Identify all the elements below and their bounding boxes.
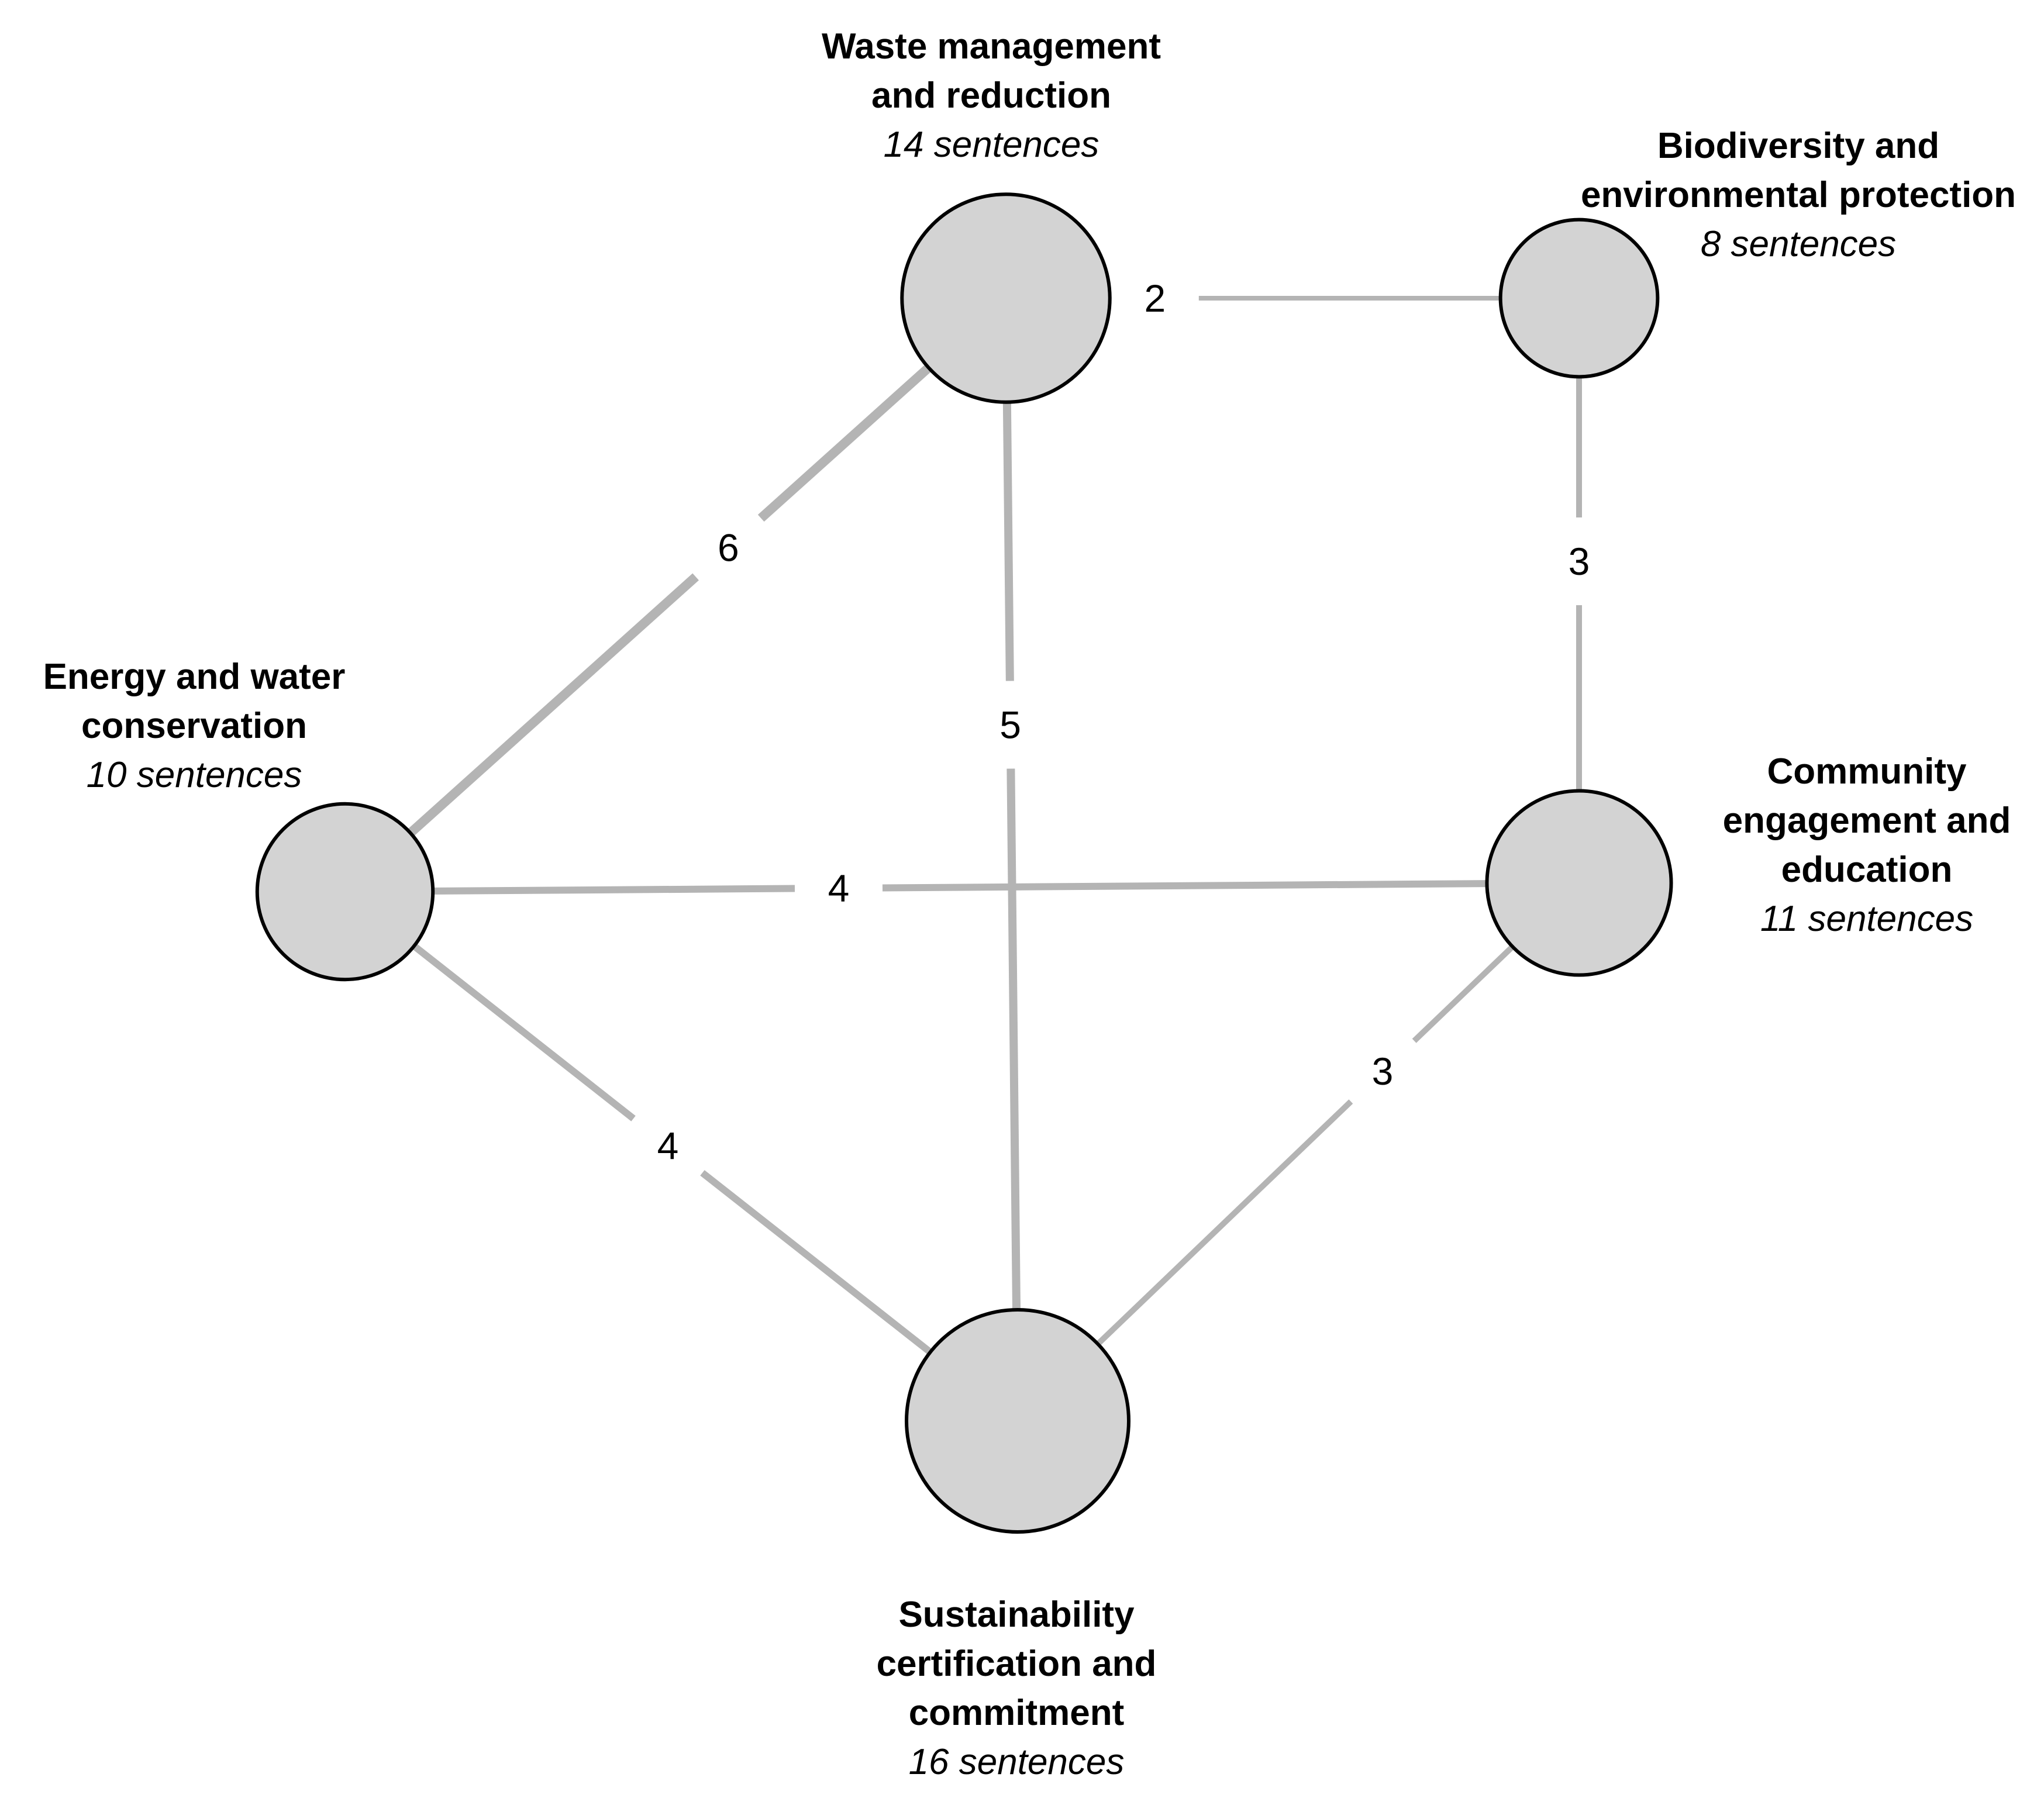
edge-weight-biodiversity-community: 3 xyxy=(1569,540,1590,583)
edge-weight-waste-energy: 6 xyxy=(718,526,739,569)
node-label-energy: Energy and water conservation 10 sentences xyxy=(43,657,346,795)
node-count-energy: 10 sentences xyxy=(87,755,302,795)
node-title-line-waste-1: Waste management xyxy=(822,26,1161,67)
node-label-biodiversity: Biodiversity and environmental protection… xyxy=(1581,126,2016,264)
node-label-waste: Waste management and reduction 14 sentence… xyxy=(822,26,1161,165)
node-count-waste: 14 sentences xyxy=(884,125,1099,165)
edge-weight-energy-community: 4 xyxy=(828,867,850,910)
node-title-line-biodiversity-1: Biodiversity and xyxy=(1657,126,1939,166)
nodes-layer xyxy=(255,192,1673,1534)
node-circle-waste xyxy=(900,192,1112,404)
node-title-line-energy-2: conservation xyxy=(81,706,307,746)
node-title-line-sustainability-2: certification and xyxy=(877,1644,1157,1684)
edge-labels-layer: 2 6 5 3 4 4 3 xyxy=(657,277,1590,1167)
node-count-biodiversity: 8 sentences xyxy=(1701,224,1896,264)
node-title-line-community-2: engagement and xyxy=(1723,800,2011,841)
edges-layer xyxy=(342,295,1582,1424)
edge-weight-waste-sustainability: 5 xyxy=(999,703,1021,747)
edge-weight-community-sustainability: 3 xyxy=(1372,1050,1394,1093)
node-title-line-waste-2: and reduction xyxy=(871,75,1111,116)
node-title-line-community-1: Community xyxy=(1767,751,1967,792)
node-title-line-sustainability-1: Sustainability xyxy=(898,1595,1135,1635)
node-labels-layer: Waste management and reduction 14 sentence… xyxy=(43,26,2016,1782)
node-circle-sustainability xyxy=(905,1308,1130,1534)
node-count-community: 11 sentences xyxy=(1760,899,1973,939)
node-circle-biodiversity xyxy=(1498,218,1660,379)
node-title-line-biodiversity-2: environmental protection xyxy=(1581,175,2016,215)
edge-weight-waste-biodiversity: 2 xyxy=(1144,277,1166,320)
node-label-sustainability: Sustainability certification and commitmen… xyxy=(877,1595,1157,1782)
node-circle-energy xyxy=(255,802,435,982)
node-label-community: Community engagement and education 11 sente… xyxy=(1723,751,2011,939)
node-title-line-community-3: education xyxy=(1781,850,1953,890)
node-title-line-sustainability-3: commitment xyxy=(909,1693,1125,1733)
edge-weight-energy-sustainability: 4 xyxy=(657,1124,679,1167)
node-circle-community xyxy=(1485,789,1673,977)
node-title-line-energy-1: Energy and water xyxy=(43,657,346,697)
edge-energy-community-segment-2 xyxy=(882,879,1580,892)
node-count-sustainability: 16 sentences xyxy=(909,1742,1125,1782)
